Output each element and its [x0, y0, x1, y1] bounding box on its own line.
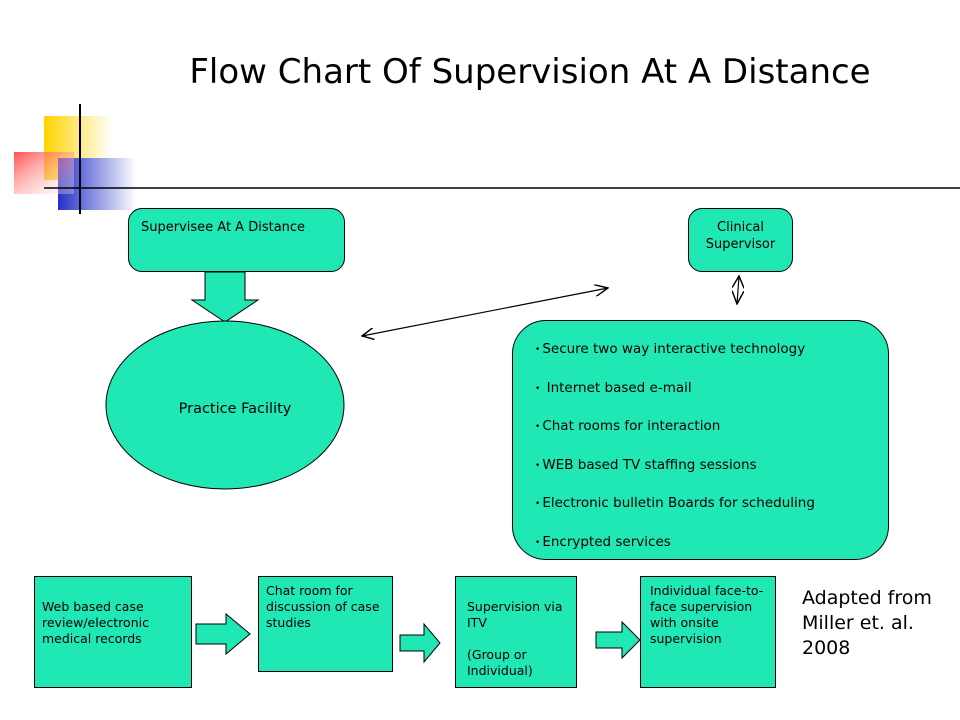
- clinical-supervisor-node: Clinical Supervisor: [688, 208, 793, 272]
- technology-item: Electronic bulletin Boards for schedulin…: [535, 495, 888, 534]
- double-arrow-supervisor-technology: [737, 276, 739, 304]
- practice-facility-node: [105, 320, 345, 490]
- step-label: Web based case review/electronic medical…: [42, 599, 149, 646]
- right-block-arrow-1: [195, 612, 251, 656]
- step-label: Chat room for discussion of case studies: [266, 583, 380, 630]
- technology-item: WEB based TV staffing sessions: [535, 457, 888, 496]
- down-block-arrow: [190, 271, 260, 323]
- supervisee-node: Supervisee At A Distance: [128, 208, 345, 272]
- right-block-arrow-3: [595, 620, 641, 660]
- step-chat-room: Chat room for discussion of case studies: [258, 576, 393, 672]
- practice-facility-label: Practice Facility: [178, 401, 292, 417]
- double-arrow-facility-supervisor: [362, 288, 608, 336]
- step-label: Individual face-to-face supervision with…: [650, 583, 764, 646]
- step-face-to-face: Individual face-to-face supervision with…: [640, 576, 776, 688]
- technology-item: Secure two way interactive technology: [535, 341, 888, 380]
- clinical-supervisor-label: Clinical Supervisor: [705, 220, 776, 252]
- technology-list: Secure two way interactive technology In…: [535, 341, 888, 572]
- red-square: [14, 152, 74, 194]
- step-supervision-itv: Supervision via ITV (Group or Individual…: [455, 576, 577, 688]
- technology-item: Encrypted services: [535, 534, 888, 573]
- page-title: Flow Chart Of Supervision At A Distance: [189, 52, 871, 92]
- step-web-case-review: Web based case review/electronic medical…: [34, 576, 192, 688]
- right-block-arrow-2: [399, 622, 441, 664]
- technology-item: Internet based e-mail: [535, 380, 888, 419]
- technology-item: Chat rooms for interaction: [535, 418, 888, 457]
- technology-list-node: Secure two way interactive technology In…: [512, 320, 889, 560]
- source-credit: Adapted from Miller et. al. 2008: [802, 587, 932, 659]
- corner-decoration: [14, 104, 960, 214]
- step-label: Supervision via ITV (Group or Individual…: [467, 599, 563, 678]
- supervisee-label: Supervisee At A Distance: [141, 220, 306, 235]
